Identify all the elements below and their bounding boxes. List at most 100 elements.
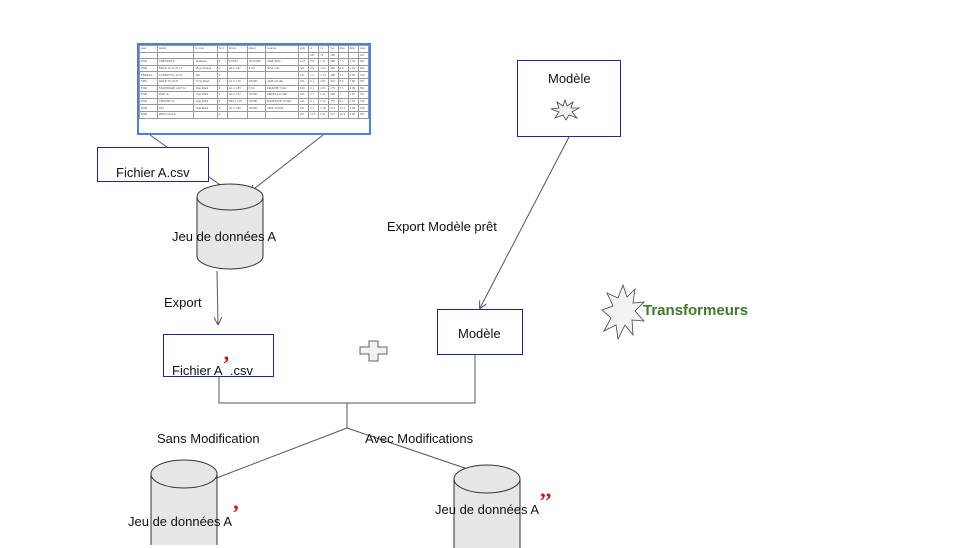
table-cell: FOR [139,110,158,119]
table-cell: 1 11 [318,58,330,66]
table-cell: FOR [139,104,158,112]
modele-top-box: Modèle [517,60,621,137]
modele-mid-label: Modèle [458,326,501,341]
fichier-a-prime-box: Fichier A’.csv [163,334,274,378]
table-cell: 101 [297,97,310,106]
star-burst-icon [601,283,646,341]
fichier-a-prime-base: Fichier A [172,363,223,378]
table-cell: 18 000 [246,97,267,106]
arrow-modele-top-to-modele-mid [480,136,570,308]
table-cell: 12 3 [337,104,349,112]
table-cell: 6250 / shs [265,64,299,73]
transformeurs-label: Transformeurs [643,302,749,319]
table-cell: 0 05 [347,71,359,79]
table-cell: STANDARD 14/0712 [156,84,195,93]
table-cell: taux [357,45,369,53]
table-cell: min [347,45,359,53]
table-cell: 2 01 [318,77,330,86]
fichier-a-prime-label: Fichier A’.csv [172,351,254,381]
table-cell: 2 7 [337,71,349,79]
table-cell [265,51,299,60]
jeu-a-prime-base: Jeu de données A [128,514,233,529]
table-cell: nasa [139,45,158,53]
table-cell: 209 [328,71,339,79]
table-cell [265,110,299,119]
table-cell: 2 03 [318,84,330,93]
table-cell: 313 [357,97,369,106]
table-cell [226,51,248,60]
jeu-a-dprime-cylinder [453,464,521,548]
export-modele-label: Export Modèle prêt [387,219,497,234]
table-cell: 7 [337,91,349,99]
table-cell: 70 5p Diesl [193,77,218,86]
table-cell: 0 1 [308,97,320,106]
table-cell: B42 x 1.93 [226,97,248,106]
table-cell: DOLE 16 11/70 12 [156,64,195,73]
table-cell: 299 [328,58,339,66]
table-cell: FOR [139,64,158,73]
jeu-a-prime-label: Jeu de données A’ [128,500,239,532]
modele-top-label: Modèle [548,71,591,86]
table-cell: 2 12 [318,97,330,106]
table-cell: 0 1 [308,77,320,86]
table-cell [193,110,218,119]
table-cell: 6,5/8x1 [226,58,248,66]
table-cell: 0 [216,110,228,119]
table-cell: 1 07 [347,91,359,99]
table-cell: 18 000 [246,91,267,99]
table-cell: 1 60 [347,77,359,86]
table-cell: 2 00 [347,110,359,119]
table-cell: 101 [297,64,310,73]
table-cell: 201 [357,58,369,66]
table-cell: 312 [357,71,369,79]
table-cell [216,51,228,60]
table-cell: 0 9 [308,64,320,73]
table-cell: A4 x 1.97 [226,64,248,73]
jeu-a-dprime-mark: ’’ [539,488,553,513]
table-cell: 0 1 [337,97,349,106]
table-cell: FOR [139,97,158,106]
table-cell: 101 [297,71,310,79]
table-cell: 15ap Diesl [193,104,218,112]
table-cell: var [328,45,339,53]
table-cell: 18 000 [246,77,267,86]
fichier-a-prime-ext: .csv [229,363,254,378]
table-cell [265,71,299,79]
table-cell: 2266 /50us [265,58,299,66]
table-cell: 2 11 [318,91,330,99]
table-cell: 0 [216,104,228,112]
table-cell: 100 [328,51,339,60]
star-burst-icon [550,99,580,121]
table-cell: 15ap Diesl [193,91,218,99]
table-cell: cv [318,45,330,53]
table-cell: model [156,45,195,53]
arrow-to-jeu-a-prime [206,427,348,482]
table-cell: 160 [297,84,310,93]
table-cell: TURKEY 91 12/74 [156,71,195,79]
table-cell: 0 [216,97,228,106]
table-cell: 2 32 [347,58,359,66]
table-cell: FOR [139,91,158,99]
table-cell: CHEVROLE [156,58,195,66]
jeu-a-cylinder [196,183,264,270]
table-cell: 12 4 [337,110,349,119]
table-cell: 351 [357,110,369,119]
table-cell: DRON 4.11 mm [265,91,299,99]
table-cell: fv-lt [216,45,228,53]
table-cell: 8 4 6 [246,64,267,73]
export-label: Export [164,295,202,310]
jeu-a-prime-mark: ’ [232,500,240,525]
table-cell: FERRAL [139,71,158,79]
fichier-a-label: Fichier A.csv [116,165,190,180]
table-cell: 391 [357,84,369,93]
table-cell: 0 2 [337,77,349,86]
table-cell: ft-code [193,45,218,53]
table-cell: 0 [216,91,228,99]
table-cell: 15ap Diesl [193,84,218,93]
